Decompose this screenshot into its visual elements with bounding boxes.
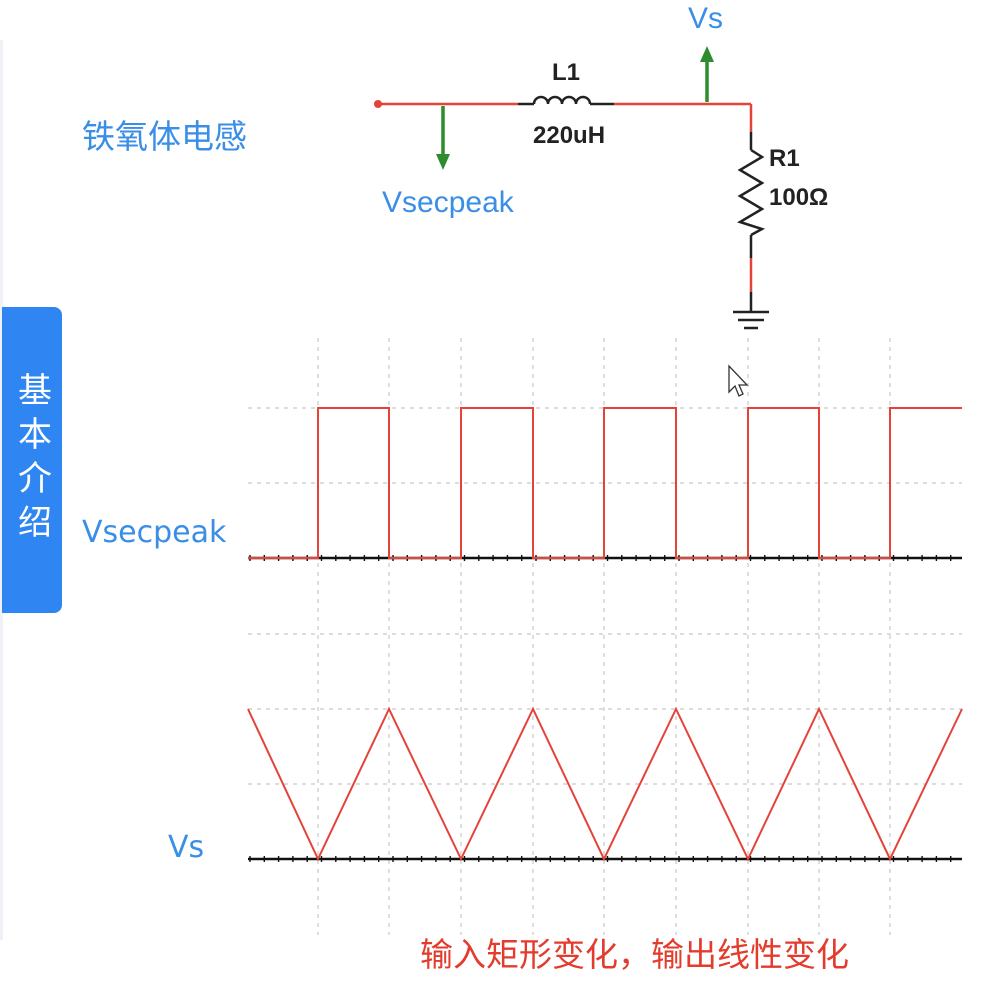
- probe-label-output: Vs: [688, 2, 723, 35]
- side-tab[interactable]: 基本介绍: [2, 307, 62, 613]
- square-wave-trace: [248, 407, 962, 559]
- probe-arrow-up-icon: [700, 46, 714, 102]
- side-tab-label: 基本介绍: [11, 372, 52, 548]
- resistor-value: 100Ω: [769, 184, 828, 211]
- ground-icon: [733, 292, 769, 330]
- left-edge-strip: [0, 40, 3, 940]
- waveform-label-output: Vs: [168, 830, 205, 865]
- resistor-symbol: [736, 132, 766, 258]
- inductor-value: 220uH: [533, 122, 605, 149]
- triangle-wave-trace: [247, 706, 963, 862]
- mouse-cursor-icon: [728, 364, 749, 397]
- inductor-symbol: [518, 95, 614, 106]
- component-title: 铁氧体电感: [82, 117, 247, 156]
- waveform-label-input: Vsecpeak: [82, 515, 227, 550]
- resistor-name: R1: [769, 145, 800, 172]
- inductor-name: L1: [552, 59, 580, 86]
- caption: 输入矩形变化，输出线性变化: [420, 935, 849, 974]
- probe-arrow-down-icon: [436, 106, 450, 170]
- probe-label-input: Vsecpeak: [382, 186, 515, 219]
- schematic: L1 220uH R1 100Ω Vsecpeak Vs: [374, 2, 828, 330]
